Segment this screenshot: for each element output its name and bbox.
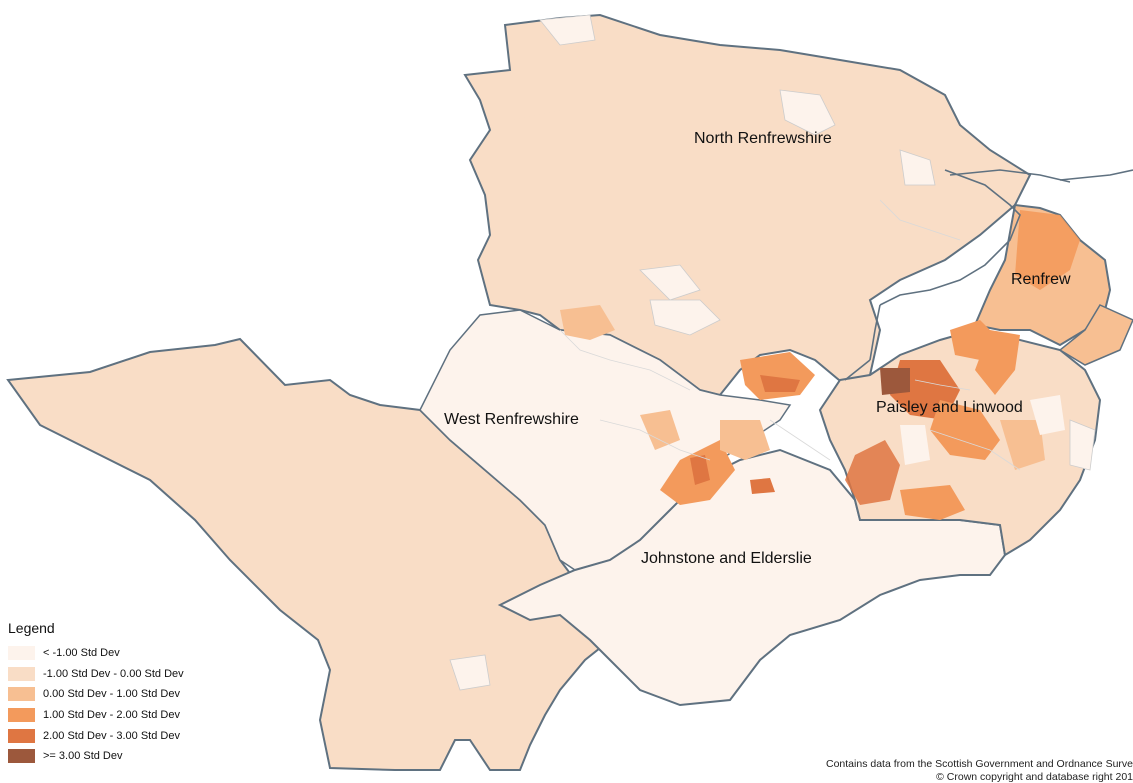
legend-swatch xyxy=(8,646,35,660)
legend-item: -1.00 Std Dev - 0.00 Std Dev xyxy=(8,664,248,685)
legend-label: 1.00 Std Dev - 2.00 Std Dev xyxy=(43,709,180,721)
legend-item: 0.00 Std Dev - 1.00 Std Dev xyxy=(8,684,248,705)
legend-swatch xyxy=(8,708,35,722)
legend-item: 2.00 Std Dev - 3.00 Std Dev xyxy=(8,725,248,746)
legend-item: >= 3.00 Std Dev xyxy=(8,746,248,767)
legend-item: < -1.00 Std Dev xyxy=(8,643,248,664)
label-north-renfrewshire: North Renfrewshire xyxy=(694,130,832,148)
legend-title: Legend xyxy=(8,620,248,636)
legend-label: 0.00 Std Dev - 1.00 Std Dev xyxy=(43,688,180,700)
attribution-line-1: Contains data from the Scottish Governme… xyxy=(693,758,1133,771)
legend-swatch xyxy=(8,667,35,681)
label-paisley-and-linwood: Paisley and Linwood xyxy=(876,399,1023,417)
legend-swatch xyxy=(8,687,35,701)
legend-label: < -1.00 Std Dev xyxy=(43,647,120,659)
label-renfrew: Renfrew xyxy=(1011,271,1071,289)
attribution: Contains data from the Scottish Governme… xyxy=(693,758,1133,783)
legend-label: 2.00 Std Dev - 3.00 Std Dev xyxy=(43,730,180,742)
legend-item: 1.00 Std Dev - 2.00 Std Dev xyxy=(8,705,248,726)
label-johnstone-and-elderslie: Johnstone and Elderslie xyxy=(641,550,812,568)
label-west-renfrewshire: West Renfrewshire xyxy=(444,411,579,429)
legend-label: -1.00 Std Dev - 0.00 Std Dev xyxy=(43,668,184,680)
legend-swatch xyxy=(8,729,35,743)
legend: Legend < -1.00 Std Dev -1.00 Std Dev - 0… xyxy=(8,620,248,767)
legend-label: >= 3.00 Std Dev xyxy=(43,750,123,762)
legend-swatch xyxy=(8,749,35,763)
attribution-line-2: © Crown copyright and database right 201 xyxy=(693,771,1133,783)
